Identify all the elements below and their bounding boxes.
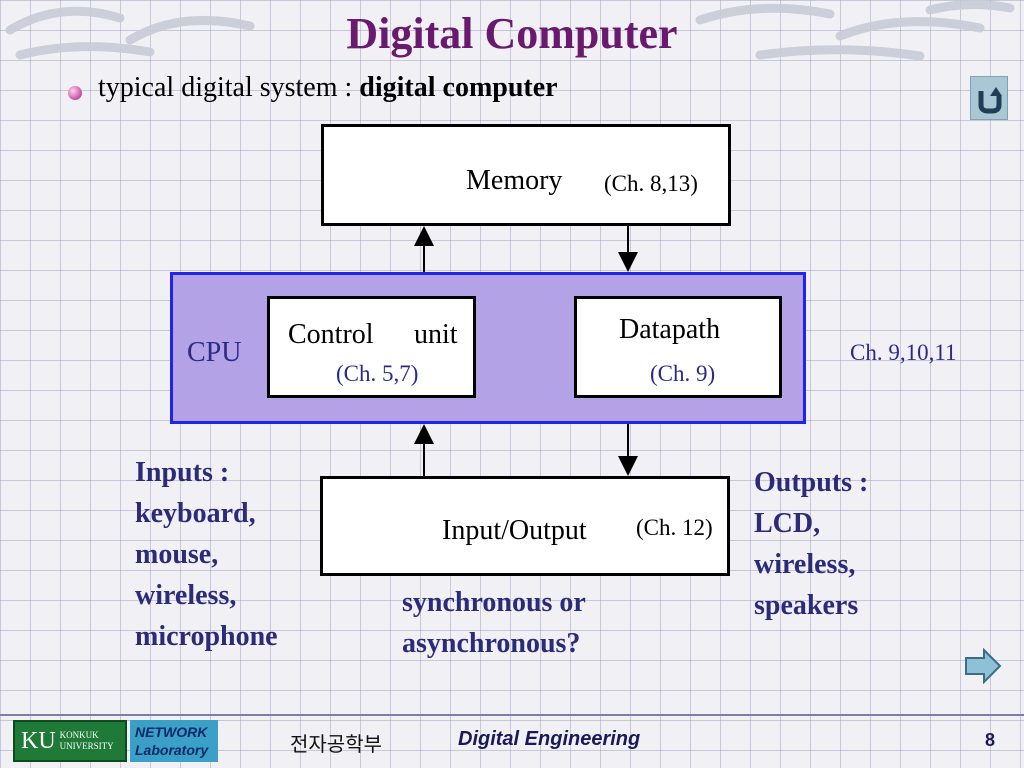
konkuk-logo: KU KONKUK UNIVERSITY: [13, 720, 127, 762]
inputs-line: Inputs :: [135, 457, 230, 488]
network-lab-logo: NETWORK Laboratory: [130, 720, 218, 762]
control-unit-chapter: (Ch. 5,7): [336, 361, 419, 386]
question-line: asynchronous?: [402, 628, 581, 659]
bullet-text: typical digital system : digital compute…: [98, 72, 558, 104]
next-arrow-icon[interactable]: [964, 648, 1002, 684]
datapath-chapter: (Ch. 9): [650, 361, 716, 386]
memory-box: Memory (Ch. 8,13): [321, 124, 731, 226]
inputs-line: mouse,: [135, 539, 219, 570]
footer-department: 전자공학부: [290, 732, 382, 756]
outputs-line: speakers: [754, 590, 859, 621]
control-unit-box: Control unit (Ch. 5,7): [267, 296, 476, 398]
outputs-line: wireless,: [754, 549, 856, 580]
inputs-note: Inputs : keyboard, mouse, wireless, micr…: [135, 452, 278, 657]
ku-logo-mark: KU: [21, 727, 56, 754]
outputs-line: Outputs :: [754, 467, 869, 498]
lab-line-2: Laboratory: [135, 742, 209, 758]
footer-divider: [0, 714, 1024, 716]
return-button[interactable]: [970, 76, 1008, 120]
footer-course: Digital Engineering: [458, 728, 641, 750]
datapath-box: Datapath (Ch. 9): [574, 296, 782, 398]
ku-logo-text: KONKUK UNIVERSITY: [60, 730, 114, 752]
memory-chapter: (Ch. 8,13): [604, 171, 698, 196]
memory-label: Memory: [466, 165, 563, 196]
page-number: 8: [985, 730, 996, 750]
bullet-emphasis: digital computer: [359, 72, 558, 103]
sync-question: synchronous or asynchronous?: [402, 582, 586, 664]
outputs-line: LCD,: [754, 508, 821, 539]
control-unit-label-2: unit: [414, 319, 458, 350]
slide-title: Digital Computer: [346, 9, 678, 58]
io-chapter: (Ch. 12): [636, 515, 713, 540]
inputs-line: keyboard,: [135, 498, 256, 529]
bullet-dot-icon: [68, 86, 82, 100]
bullet-prefix: typical digital system :: [98, 72, 360, 103]
outputs-note: Outputs : LCD, wireless, speakers: [754, 462, 868, 626]
decorative-swoosh: [5, 0, 1015, 61]
inputs-line: microphone: [135, 621, 278, 652]
datapath-label: Datapath: [619, 314, 721, 345]
lab-line-1: NETWORK: [135, 724, 208, 740]
control-unit-label-1: Control: [288, 319, 374, 350]
return-arrow-icon: [978, 87, 1002, 114]
io-label: Input/Output: [442, 515, 587, 546]
question-line: synchronous or: [402, 587, 586, 618]
ku-name-2: UNIVERSITY: [59, 741, 114, 751]
inputs-line: wireless,: [135, 580, 237, 611]
cpu-label: CPU: [187, 337, 242, 368]
input-output-box: Input/Output (Ch. 12): [320, 476, 730, 576]
cpu-chapter: Ch. 9,10,11: [850, 340, 957, 365]
ku-name-1: KONKUK: [59, 730, 99, 740]
